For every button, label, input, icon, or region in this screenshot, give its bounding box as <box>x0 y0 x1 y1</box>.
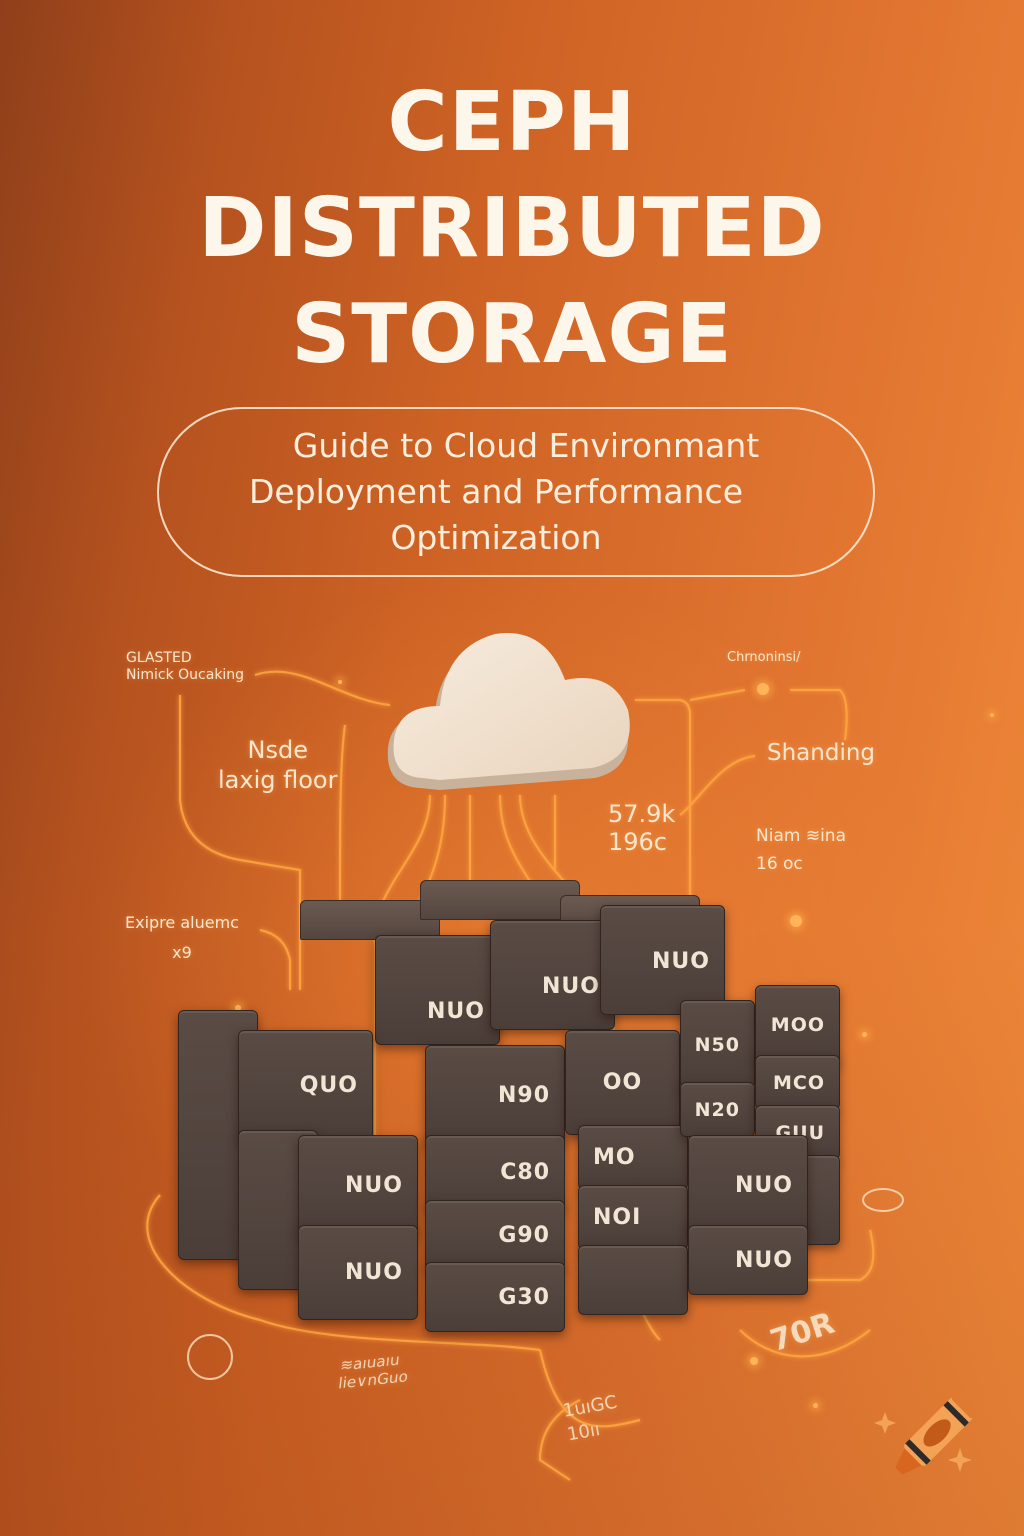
storage-block: NUO <box>375 935 500 1045</box>
cover-title: CEPH DISTRIBUTED STORAGE <box>0 70 1024 388</box>
storage-block: N20 <box>680 1082 755 1137</box>
label-floor-3: 70R <box>766 1305 839 1360</box>
storage-block: NUO <box>600 905 725 1015</box>
subtitle-line: Deployment and Performance <box>248 472 744 511</box>
label-stat-2: Niam ≋ina 16 oc <box>756 826 846 874</box>
subtitle-line: Optimization <box>390 518 602 557</box>
sparkle-dot <box>813 1403 818 1408</box>
label-expire: Exipre aluemc x9 <box>125 913 239 962</box>
label-stat-1: 57.9k 196c <box>608 800 676 856</box>
sparkle-dot <box>790 915 802 927</box>
cloud-icon <box>387 632 630 790</box>
storage-block: MCO <box>755 1055 840 1110</box>
storage-block: MOO <box>755 985 840 1065</box>
storage-block: NUO <box>688 1225 808 1295</box>
block-top <box>300 900 440 940</box>
storage-block: NUO <box>490 920 615 1030</box>
storage-block: G30 <box>425 1262 565 1332</box>
subtitle-pill: Guide to Cloud Environmant Deployment an… <box>157 407 875 577</box>
block-top <box>420 880 580 920</box>
crayon-sparkle-icon <box>874 1393 977 1475</box>
title-line: STORAGE <box>291 287 733 382</box>
sparkle-dot <box>338 680 342 684</box>
storage-block: N90 <box>425 1045 565 1145</box>
sparkle-dot <box>750 1357 758 1365</box>
ring-icon <box>862 1188 904 1212</box>
label-nsde: Nsde laxig floor <box>218 736 338 794</box>
label-floor-1: ≋aıuaıu lie∨nGuo <box>337 1350 409 1393</box>
storage-block: C80 <box>425 1135 565 1210</box>
subtitle-line: Guide to Cloud Environmant <box>292 426 760 465</box>
title-line: DISTRIBUTED <box>198 181 826 276</box>
title-line: CEPH <box>387 75 637 170</box>
storage-block: NUO <box>688 1135 808 1235</box>
label-chronins: Chrnoninsi/ <box>727 650 801 665</box>
ring-icon <box>187 1334 233 1380</box>
storage-block <box>578 1245 688 1315</box>
storage-block: NUO <box>298 1135 418 1235</box>
storage-block: NUO <box>298 1225 418 1320</box>
label-shanding: Shanding <box>767 740 876 766</box>
storage-block: NOI <box>578 1185 688 1250</box>
storage-block: OO <box>565 1030 680 1135</box>
label-clasted: GLASTED Nimick Oucaking <box>126 650 245 683</box>
storage-block: QUO <box>238 1030 373 1140</box>
storage-block: MO <box>578 1125 688 1190</box>
storage-block: N50 <box>680 1000 755 1090</box>
sparkle-dot <box>235 1005 241 1011</box>
sparkle-dot <box>757 683 769 695</box>
label-floor-2: 1uıGC 10ıı <box>561 1391 619 1446</box>
storage-block: G90 <box>425 1200 565 1270</box>
sparkle-dot <box>990 713 994 717</box>
sparkle-dot <box>862 1032 867 1037</box>
